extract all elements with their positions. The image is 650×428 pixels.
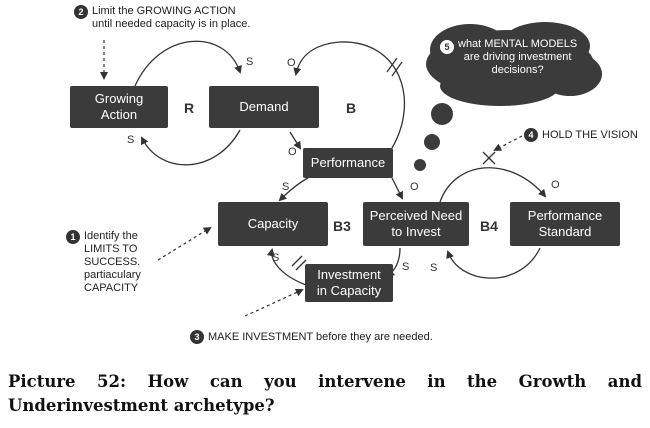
node-perceived-need: Perceived Need to Invest (363, 202, 469, 246)
polarity-s: S (272, 252, 280, 264)
intervention-4: 4 HOLD THE VISION (524, 128, 638, 142)
step-number-1: 1 (66, 230, 80, 244)
intervention-text: MAKE INVESTMENT before they are needed. (208, 330, 433, 343)
delay-mark-bottom (291, 255, 303, 267)
polarity-s: S (246, 56, 254, 68)
loop-label-r: R (184, 100, 195, 116)
intervention-text: Limit the GROWING ACTION until needed ca… (92, 5, 251, 30)
step-number-3: 3 (190, 330, 204, 344)
step-number-5: 5 (440, 40, 454, 54)
intervention-5: 5 what MENTAL MODELS are driving investme… (440, 38, 577, 77)
arrow-performance-to-need (391, 177, 403, 200)
node-demand: Demand (209, 86, 319, 128)
intervention-3: 3 MAKE INVESTMENT before they are needed. (190, 330, 433, 344)
figure-caption: Picture 52: How can you intervene in the… (8, 372, 642, 415)
node-capacity: Capacity (218, 202, 328, 246)
loop-label-b4: B4 (480, 218, 498, 234)
arrow-investment-to-capacity (266, 248, 307, 286)
diagram-arrows (100, 22, 602, 317)
intervention-text: HOLD THE VISION (542, 128, 638, 141)
polarity-s: S (127, 134, 135, 146)
loop-label-b3: B3 (333, 218, 351, 234)
arrow-demand-to-performance (289, 131, 302, 150)
intervention-1: 1 Identify the LIMITS TO SUCCESS. partiac… (66, 230, 141, 295)
intervention-text: Identify the LIMITS TO SUCCESS. partiacu… (84, 230, 141, 294)
polarity-s: S (430, 262, 438, 274)
polarity-s: S (282, 181, 290, 193)
polarity-o: O (410, 181, 419, 193)
node-investment: Investment in Capacity (305, 264, 393, 302)
pointer-3 (244, 288, 304, 317)
step-number-2: 2 (74, 5, 88, 19)
step-number-4: 4 (524, 128, 538, 142)
arrow-growing-to-demand (134, 40, 242, 87)
intervention-2: 2 Limit the GROWING ACTION until needed c… (74, 5, 250, 31)
pointer-1 (157, 226, 212, 261)
polarity-o: O (288, 146, 297, 158)
polarity-s: S (402, 261, 410, 273)
loop-label-b: B (346, 100, 357, 116)
polarity-o: O (551, 179, 560, 191)
arrow-performance-to-demand (293, 41, 406, 149)
arrow-standard-to-need (446, 247, 541, 279)
arrow-performance-capacity (278, 177, 309, 202)
polarity-o: O (287, 57, 296, 69)
pointer-4 (493, 135, 523, 151)
intervention-text: what MENTAL MODELS are driving investmen… (458, 38, 578, 76)
node-growing-action: Growing Action (70, 86, 168, 128)
arrow-need-to-standard (439, 167, 547, 203)
node-performance-standard: Performance Standard (510, 202, 620, 246)
arrow-demand-to-growing (141, 129, 241, 166)
delay-mark-top (386, 57, 398, 73)
node-performance: Performance (303, 148, 393, 178)
thought-cloud (414, 22, 602, 171)
